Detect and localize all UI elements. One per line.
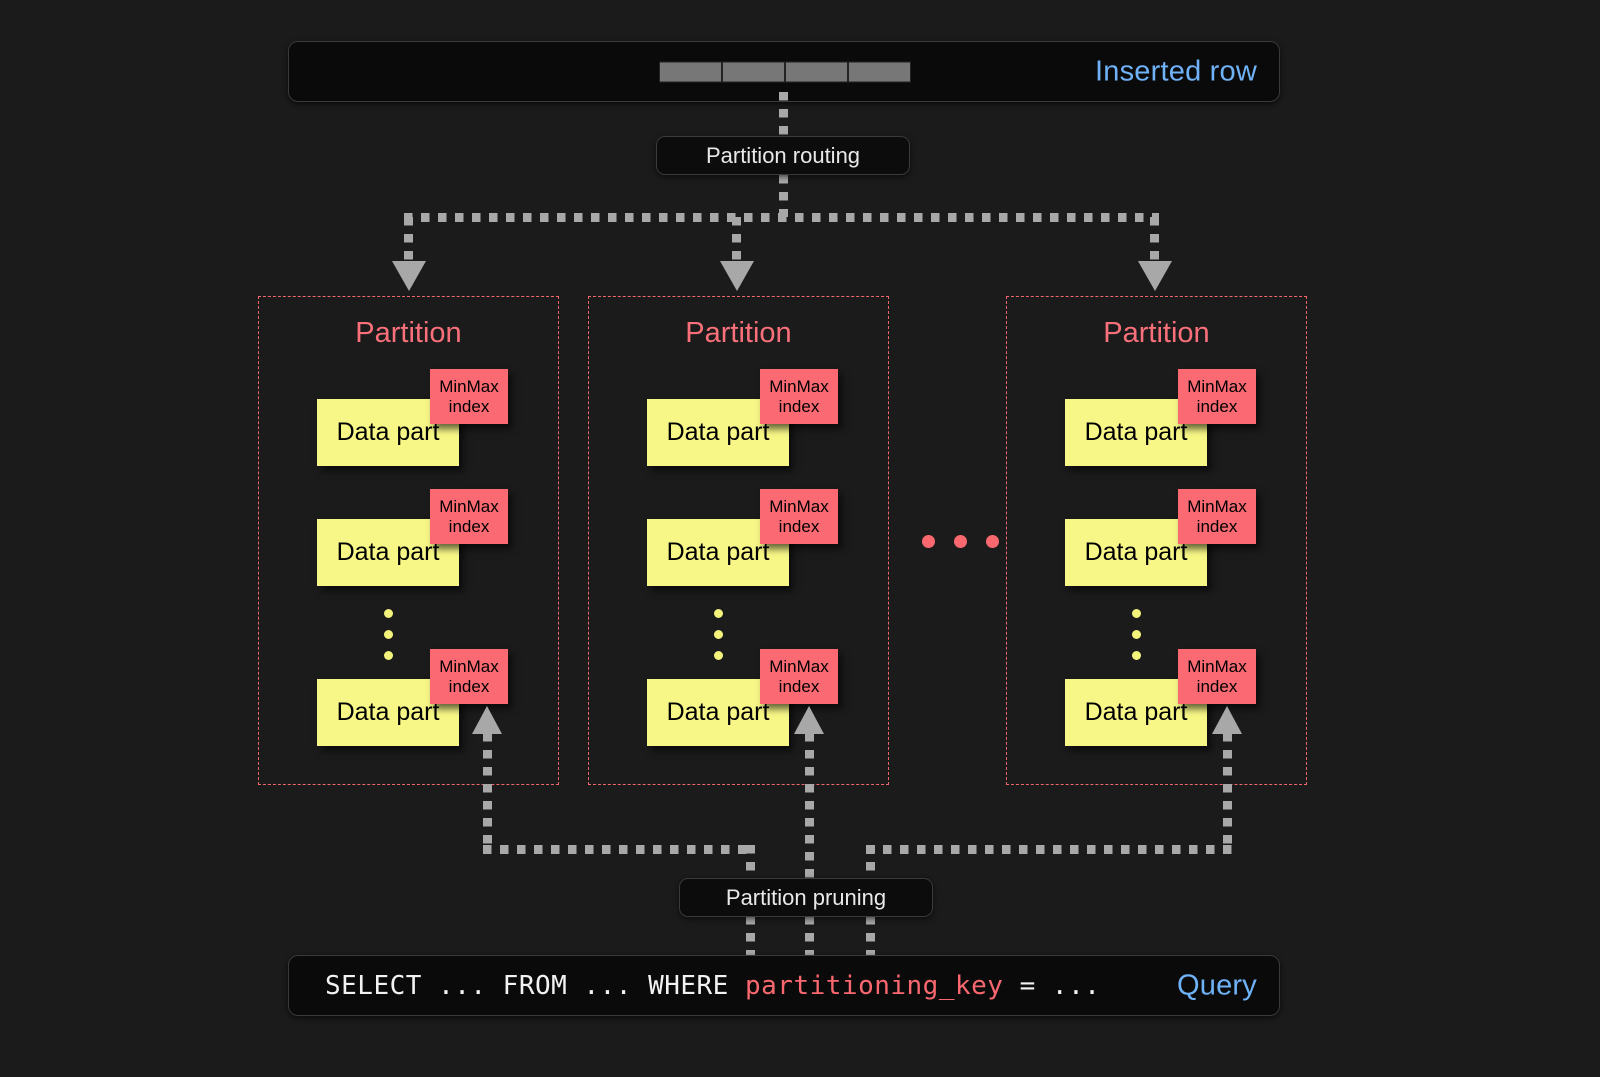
minmax-index-line1: MinMax [1187,497,1247,517]
ellipsis-dot [714,609,723,618]
partition-routing-label: Partition routing [705,142,861,168]
inserted-row-bar: Inserted row [288,41,1280,102]
minmax-index-box: MinMax index [760,649,838,704]
sql-suffix: = ... [1003,970,1101,1001]
arrow-down-partition-1 [392,261,426,291]
data-part-box: Data part [1065,399,1207,466]
query-bar: SELECT ... FROM ... WHERE partitioning_k… [288,955,1280,1016]
minmax-index-line1: MinMax [769,657,829,677]
query-sql-text: SELECT ... FROM ... WHERE partitioning_k… [325,971,1100,1001]
connector-bus-to-partition-2 [732,217,741,265]
minmax-index-line2: index [778,676,820,696]
minmax-index-box: MinMax index [1178,369,1256,424]
minmax-index-line1: MinMax [769,377,829,397]
arrow-down-partition-2 [720,261,754,291]
minmax-index-line2: index [1196,516,1238,536]
connector-routing-to-bus [779,175,788,217]
sql-partitioning-key: partitioning_key [745,970,1004,1001]
connector-row-to-routing [779,92,788,140]
data-parts-ellipsis [1132,609,1141,660]
partition-box-3[interactable]: Partition MinMax index Data part MinMax … [1006,296,1307,785]
data-part-box: Data part [317,399,459,466]
connector-pruning-bus-left-down [746,845,755,901]
partitions-ellipsis [922,535,999,548]
minmax-index-box: MinMax index [1178,649,1256,704]
minmax-index-box: MinMax index [430,489,508,544]
connector-partition-3-to-pruning-bus [1223,733,1232,846]
pruning-bus-left [483,845,755,854]
ellipsis-dot [954,535,967,548]
connector-pruning-to-query-center [805,916,814,956]
minmax-index-line1: MinMax [1187,657,1247,677]
arrow-up-partition-3 [1212,706,1242,734]
row-cell [848,61,911,82]
sql-prefix: SELECT ... FROM ... WHERE [325,970,745,1001]
minmax-index-line1: MinMax [439,657,499,677]
ellipsis-dot [1132,609,1141,618]
partition-title: Partition [685,317,792,349]
connector-pruning-bus-right-down [866,845,875,901]
partition-title: Partition [1103,317,1210,349]
partition-pruning-label: Partition pruning [725,884,887,910]
partition-title: Partition [355,317,462,349]
pruning-bus-right [866,845,1232,854]
minmax-index-line1: MinMax [439,497,499,517]
ellipsis-dot [384,609,393,618]
row-cell [659,61,722,82]
ellipsis-dot [1132,630,1141,639]
routing-bus-line [404,213,1159,222]
partition-box-1[interactable]: Partition MinMax index Data part MinMax … [258,296,559,785]
minmax-index-box: MinMax index [760,489,838,544]
minmax-index-box: MinMax index [1178,489,1256,544]
ellipsis-dot [384,630,393,639]
inserted-row-cells [659,61,911,82]
connector-partition-2-to-pruning [805,733,814,901]
connector-bus-to-partition-1 [404,217,413,265]
minmax-index-box: MinMax index [430,649,508,704]
arrow-up-partition-1 [472,706,502,734]
data-parts-ellipsis [714,609,723,660]
minmax-index-line2: index [778,516,820,536]
minmax-index-line1: MinMax [1187,377,1247,397]
minmax-index-line2: index [448,396,490,416]
ellipsis-dot [714,651,723,660]
minmax-index-box: MinMax index [760,369,838,424]
partition-routing-box: Partition routing [656,136,910,175]
ellipsis-dot [384,651,393,660]
inserted-row-label: Inserted row [1095,55,1257,87]
data-parts-ellipsis [384,609,393,660]
partition-box-2[interactable]: Partition MinMax index Data part MinMax … [588,296,889,785]
minmax-index-line2: index [448,676,490,696]
arrow-down-partition-3 [1138,261,1172,291]
connector-partition-1-to-pruning-bus [483,733,492,846]
ellipsis-dot [714,630,723,639]
row-cell [722,61,785,82]
minmax-index-line2: index [1196,676,1238,696]
minmax-index-line2: index [778,396,820,416]
minmax-index-line2: index [1196,396,1238,416]
minmax-index-line2: index [448,516,490,536]
ellipsis-dot [1132,651,1141,660]
data-part-box: Data part [1065,519,1207,586]
minmax-index-box: MinMax index [430,369,508,424]
arrow-up-partition-2 [794,706,824,734]
query-label: Query [1177,969,1257,1001]
connector-pruning-to-query-right [866,916,875,956]
minmax-index-line1: MinMax [439,377,499,397]
row-cell [785,61,848,82]
ellipsis-dot [986,535,999,548]
ellipsis-dot [922,535,935,548]
data-part-box: Data part [647,679,789,746]
partition-pruning-box: Partition pruning [679,878,933,917]
minmax-index-line1: MinMax [769,497,829,517]
connector-pruning-to-query-left [746,916,755,956]
connector-bus-to-partition-3 [1150,217,1159,265]
